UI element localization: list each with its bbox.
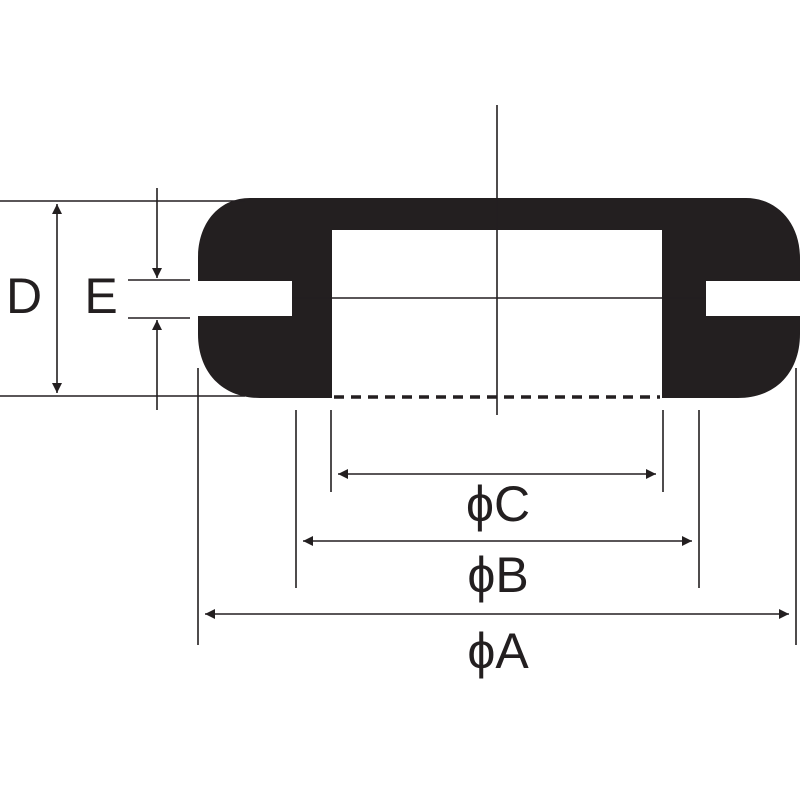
label-diameter-b: ϕB	[467, 547, 528, 603]
grommet-left-section	[198, 198, 332, 398]
label-d: D	[6, 268, 42, 324]
label-diameter-a: ϕA	[467, 623, 529, 679]
label-e: E	[84, 268, 117, 324]
grommet-right-section	[298, 198, 800, 398]
label-diameter-c: ϕC	[466, 476, 530, 532]
